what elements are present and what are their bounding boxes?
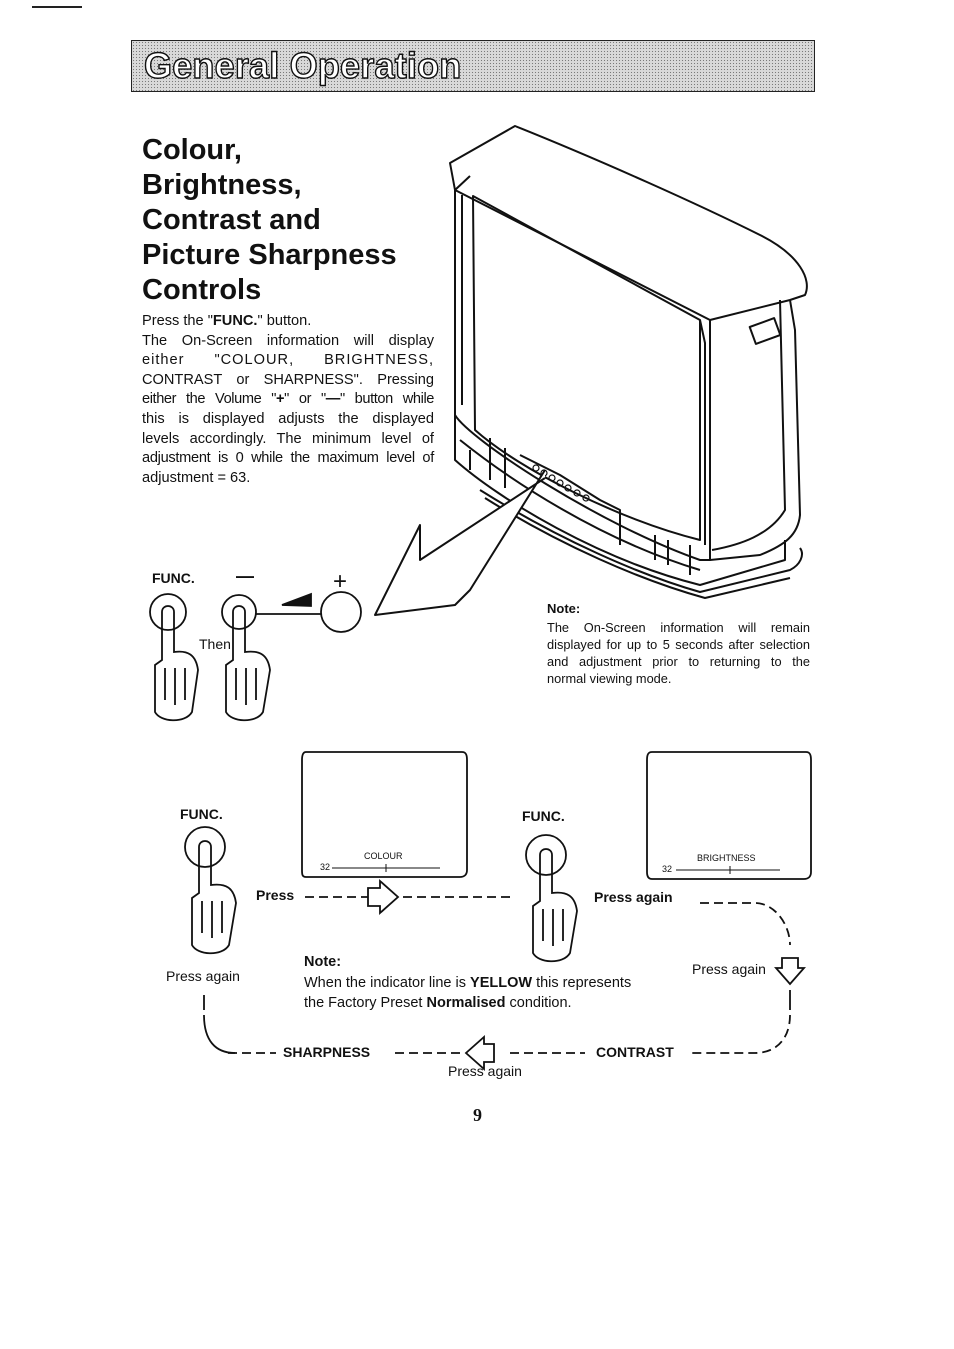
hand-icon-4 xyxy=(532,848,578,963)
plus-button-icon xyxy=(320,591,362,633)
screen-label-brightness: BRIGHTNESS xyxy=(697,853,756,863)
arrow-down-icon xyxy=(774,957,806,986)
body-line-9: adjustment = 63. xyxy=(142,469,251,486)
press-again-label-bottom: Press again xyxy=(448,1063,522,1079)
title-line-3: Contrast and xyxy=(142,204,321,236)
note-text-2: When the indicator line is YELLOW this r… xyxy=(304,975,632,1011)
page-number: 9 xyxy=(473,1105,482,1125)
note-heading-2: Note: xyxy=(304,954,342,970)
title-line-1: Colour, xyxy=(142,134,242,166)
body-line-1: Press the "FUNC." button. xyxy=(142,313,312,329)
func-button-icon xyxy=(149,593,187,631)
page-header-title: General Operation xyxy=(143,44,462,86)
func-label-left: FUNC. xyxy=(180,806,223,822)
hand-icon-3 xyxy=(191,840,237,955)
instructions-text: Press the "FUNC." button. The On-Screen … xyxy=(142,312,434,488)
func-button-icon-right xyxy=(525,834,567,876)
minus-button-icon xyxy=(221,594,257,630)
then-label: Then xyxy=(199,636,231,652)
body-line-5: either the Volume "+" or "—" button whil… xyxy=(142,391,435,408)
title-line-5: Controls xyxy=(142,274,262,306)
body-line-3: either "COLOUR, BRIGHTNESS, xyxy=(142,352,434,369)
screen-label-colour: COLOUR xyxy=(364,851,403,861)
func-label-right: FUNC. xyxy=(522,808,565,824)
hand-icon-2 xyxy=(225,605,271,722)
sharpness-label: SHARPNESS xyxy=(283,1044,371,1060)
note-text-1: The On-Screen information will remain di… xyxy=(547,620,810,686)
arrow-right-icon xyxy=(367,878,400,916)
body-line-6: this is displayed adjusts the displayed xyxy=(142,410,434,427)
screen-value-brightness: 32 xyxy=(662,864,673,874)
section-header-banner: General Operation xyxy=(131,40,815,92)
note-heading-1: Note: xyxy=(547,601,581,616)
volume-ramp-icon xyxy=(281,592,312,607)
press-again-label-left: Press again xyxy=(166,968,240,984)
corner-mark xyxy=(32,6,82,8)
body-line-2: The On-Screen information will display xyxy=(142,332,434,349)
title-line-4: Picture Sharpness xyxy=(142,239,397,271)
minus-label: — xyxy=(236,566,254,586)
screen-value-colour: 32 xyxy=(320,862,331,872)
press-again-label-right: Press again xyxy=(594,889,673,905)
func-label-top: FUNC. xyxy=(152,570,195,586)
section-title: Colour, Brightness, Contrast and Picture… xyxy=(142,133,397,308)
body-line-4: CONTRAST or SHARPNESS". Pressing xyxy=(142,371,434,388)
func-button-icon-left xyxy=(184,826,226,868)
plus-label: + xyxy=(333,568,348,595)
hand-icon-1 xyxy=(154,605,199,722)
press-label: Press xyxy=(256,887,295,903)
contrast-label: CONTRAST xyxy=(596,1044,674,1060)
body-line-7: levels accordingly. The minimum level of xyxy=(142,430,434,447)
body-line-8: adjustment is 0 while the maximum level … xyxy=(142,450,434,467)
title-line-2: Brightness, xyxy=(142,169,302,201)
press-again-label-side: Press again xyxy=(692,961,766,977)
